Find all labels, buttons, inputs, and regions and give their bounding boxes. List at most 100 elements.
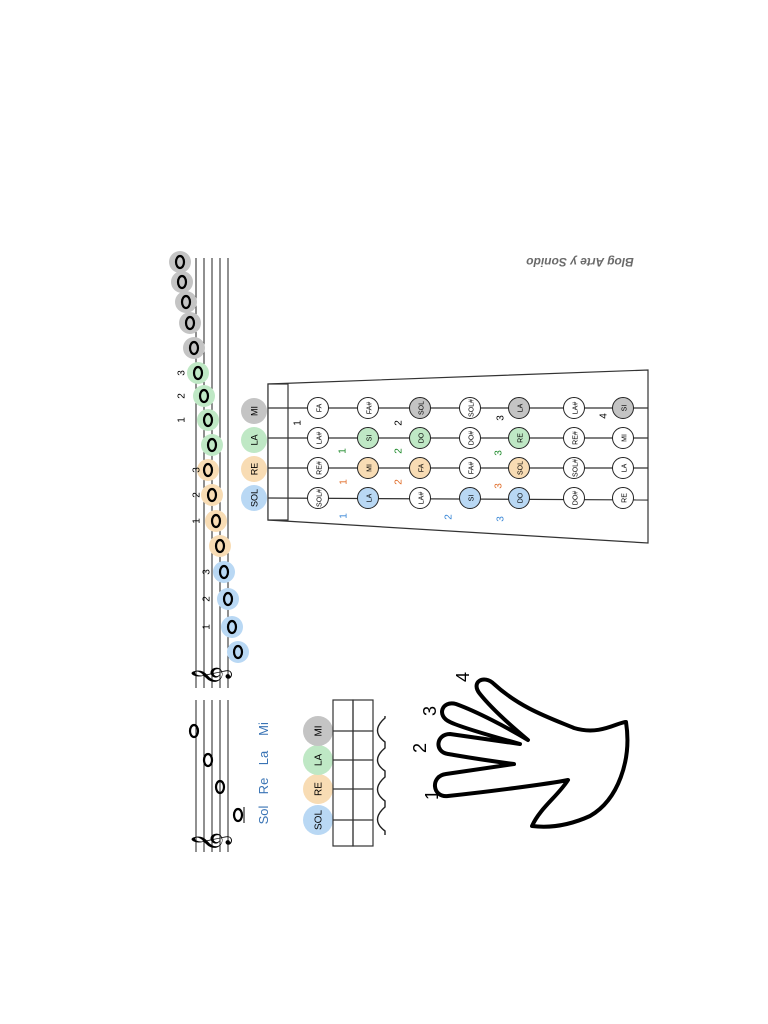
- fingering-digit: 2: [394, 448, 405, 454]
- open-string-badge-label: MI: [250, 406, 260, 416]
- whole-note-icon: [192, 365, 204, 381]
- note-circle: [612, 427, 634, 449]
- note-halo: [201, 484, 223, 506]
- note-circle: [409, 487, 431, 509]
- note-halo: [169, 251, 191, 273]
- lower-string-badge: [303, 716, 333, 746]
- note-label: SOL#: [573, 459, 580, 477]
- note-circle: [612, 397, 634, 419]
- note-circle: [563, 427, 585, 449]
- whole-note-icon: [184, 315, 196, 331]
- fingering-digit: 2: [444, 514, 455, 520]
- whole-note-icon: [202, 752, 214, 768]
- note-halo: [197, 459, 219, 481]
- open-string-label: Re: [256, 778, 271, 795]
- note-label: LA: [622, 463, 629, 472]
- note-halo: [171, 271, 193, 293]
- note-label: SI: [367, 435, 374, 442]
- staff-fingering-digit: 2: [192, 492, 203, 498]
- note-circle: [357, 487, 379, 509]
- fingering-digit: 2: [394, 420, 405, 426]
- staff-fingering-digit: 2: [202, 596, 213, 602]
- note-label: SI: [622, 405, 629, 412]
- fingering-digit: 4: [599, 413, 610, 419]
- note-label: FA#: [469, 462, 476, 475]
- note-circle: [409, 457, 431, 479]
- note-label: DO: [518, 492, 525, 503]
- note-label: LA#: [317, 432, 324, 445]
- finger-arch: [376, 775, 386, 805]
- finger-number-2: 2: [410, 743, 430, 753]
- credit-text: Blog Arte y Sonido: [526, 255, 634, 269]
- note-circle: [409, 397, 431, 419]
- fingering-digit: 3: [496, 516, 507, 522]
- staff-fingering-digit: 1: [177, 417, 188, 423]
- note-circle: [612, 457, 634, 479]
- lower-string-badge: [303, 805, 333, 835]
- finger-arch: [376, 716, 386, 746]
- note-label: SI: [469, 495, 476, 502]
- open-string-badge-label: SOL: [250, 489, 260, 507]
- note-circle: [459, 427, 481, 449]
- note-circle: [612, 487, 634, 509]
- note-label: MI: [367, 464, 374, 472]
- note-label: RE: [518, 433, 525, 443]
- note-label: MI: [622, 434, 629, 442]
- fingering-digit: 1: [293, 420, 304, 426]
- lower-string-badge: [303, 774, 333, 804]
- lower-string-badge-label: SOL: [314, 810, 325, 830]
- nut-grid: [332, 699, 354, 847]
- note-halo: [187, 362, 209, 384]
- note-circle: [357, 397, 379, 419]
- hand-icon: [433, 677, 630, 829]
- staff-fingering-digit: 3: [192, 467, 203, 473]
- note-circle: [357, 457, 379, 479]
- note-label: LA: [367, 493, 374, 502]
- note-label: LA#: [573, 402, 580, 415]
- fingerboard-nut: [267, 383, 289, 521]
- fingering-digit: 3: [494, 450, 505, 456]
- treble-clef-icon: 𝄞: [192, 666, 232, 686]
- staff-fingering-digit: 3: [202, 569, 213, 575]
- open-string-badge: [241, 427, 267, 453]
- fingering-digit: 2: [394, 479, 405, 485]
- note-circle: [508, 397, 530, 419]
- whole-note-icon: [180, 294, 192, 310]
- open-string-badge: [241, 456, 267, 482]
- whole-note-icon: [222, 591, 234, 607]
- whole-note-icon: [174, 254, 186, 270]
- note-halo: [213, 561, 235, 583]
- whole-note-icon: [188, 340, 200, 356]
- note-circle: [307, 457, 329, 479]
- finger-number-1: 1: [422, 790, 442, 800]
- note-circle: [563, 457, 585, 479]
- note-circle: [459, 457, 481, 479]
- note-halo: [193, 385, 215, 407]
- fingering-digit: 1: [339, 479, 350, 485]
- note-halo: [201, 434, 223, 456]
- finger-number-4: 4: [453, 672, 473, 682]
- note-halo: [227, 641, 249, 663]
- nut-grid: [352, 699, 374, 847]
- note-label: DO: [419, 432, 426, 443]
- lower-string-badge-label: MI: [314, 725, 325, 736]
- note-label: FA#: [367, 402, 374, 415]
- finger-number-3: 3: [420, 706, 440, 716]
- note-circle: [563, 397, 585, 419]
- whole-note-icon: [214, 538, 226, 554]
- note-label: SOL: [419, 401, 426, 415]
- note-circle: [357, 427, 379, 449]
- note-circle: [508, 427, 530, 449]
- whole-note-icon: [176, 274, 188, 290]
- staff-fingering-digit: 3: [177, 370, 188, 376]
- note-label: DO#: [573, 491, 580, 506]
- note-circle: [508, 457, 530, 479]
- note-label: SOL#: [317, 489, 324, 507]
- fingering-digit: 3: [496, 415, 507, 421]
- fingering-digit: 3: [494, 483, 505, 489]
- note-halo: [205, 510, 227, 532]
- open-string-badge-label: LA: [250, 434, 260, 445]
